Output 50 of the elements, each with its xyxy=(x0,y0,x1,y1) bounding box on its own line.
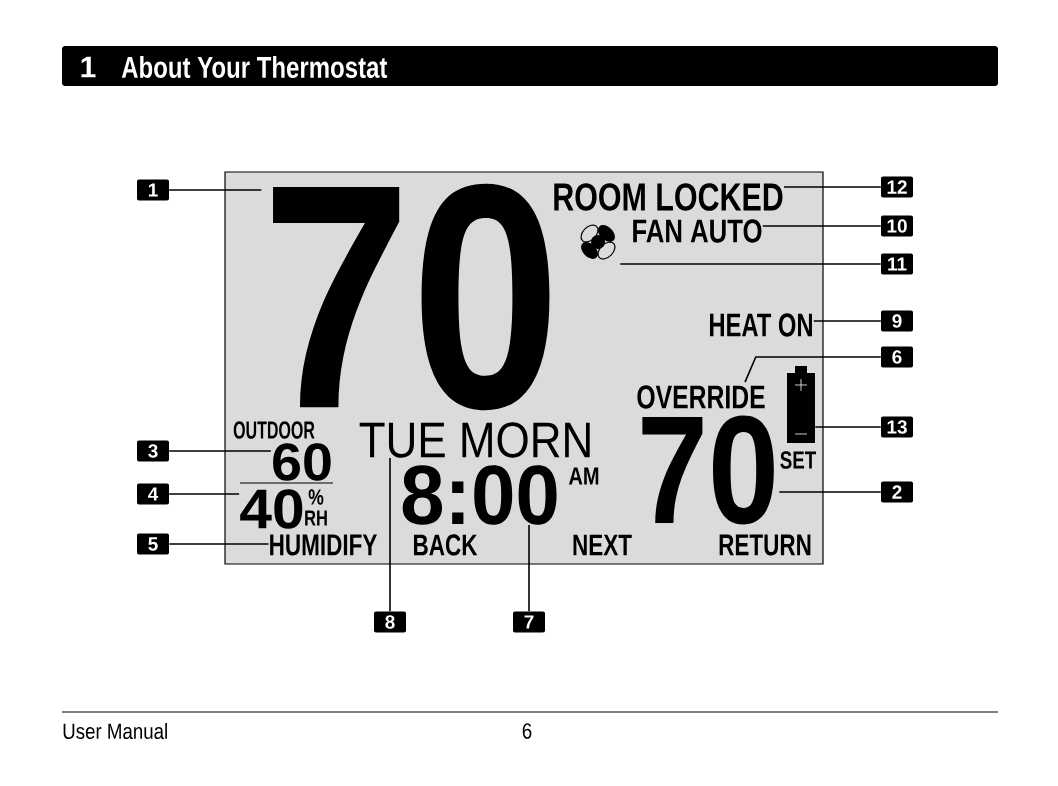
leader-line xyxy=(389,457,391,613)
callout-number: 9 xyxy=(881,310,913,332)
segment-text: TUE MORN xyxy=(359,422,590,458)
display-text: % xyxy=(308,489,324,505)
leader-line xyxy=(168,543,270,545)
display-text: NEXT xyxy=(573,534,632,556)
callout-number: 2 xyxy=(881,481,913,503)
display-text: AM xyxy=(568,467,599,485)
display-text: RETURN xyxy=(719,534,811,556)
display-text: SET xyxy=(780,451,817,469)
segment-digits: 40 xyxy=(240,489,303,529)
callout-number: 13 xyxy=(881,416,913,438)
callout-number: 6 xyxy=(881,346,913,368)
callout-number: 1 xyxy=(137,179,169,201)
display-text: BACK xyxy=(414,534,478,556)
display-text: RH xyxy=(305,510,327,526)
page-number: 6 xyxy=(522,723,532,739)
status-text: OVERRIDE xyxy=(637,385,765,409)
leader-line xyxy=(619,263,882,265)
status-text: ROOM LOCKED xyxy=(554,183,783,211)
display-text: OUTDOOR xyxy=(233,421,315,439)
segment-digits: 60 xyxy=(273,443,331,481)
callout-number: 8 xyxy=(374,611,406,633)
callout-number: 11 xyxy=(881,253,913,275)
leader-line xyxy=(783,186,882,188)
callout-number: 7 xyxy=(513,611,545,633)
leader-line xyxy=(168,493,240,495)
callout-number: 3 xyxy=(137,440,169,462)
status-text: FAN AUTO xyxy=(633,219,762,243)
leader-line xyxy=(814,426,882,428)
callout-number: 4 xyxy=(137,483,169,505)
callout-number: 12 xyxy=(881,176,913,198)
leader-line xyxy=(168,189,263,191)
leader-line xyxy=(761,225,882,227)
callout-number: 5 xyxy=(137,533,169,555)
leader-line xyxy=(168,450,272,452)
leader-line xyxy=(813,320,882,322)
footer-text: User Manual xyxy=(63,722,167,740)
status-text: HEAT ON xyxy=(710,313,812,337)
leader-line xyxy=(744,356,882,383)
segment-digits: 70 xyxy=(273,183,550,411)
status-text: HUMIDIFY xyxy=(270,534,377,556)
leader-line xyxy=(778,491,882,493)
leader-line xyxy=(528,524,530,613)
callout-number: 10 xyxy=(881,215,913,237)
fan-icon xyxy=(580,224,616,260)
segment-digits: 70 xyxy=(642,415,774,525)
section-number: 1 xyxy=(81,56,96,78)
segment-digits: 8:00 xyxy=(402,465,557,525)
battery-icon xyxy=(787,366,815,443)
